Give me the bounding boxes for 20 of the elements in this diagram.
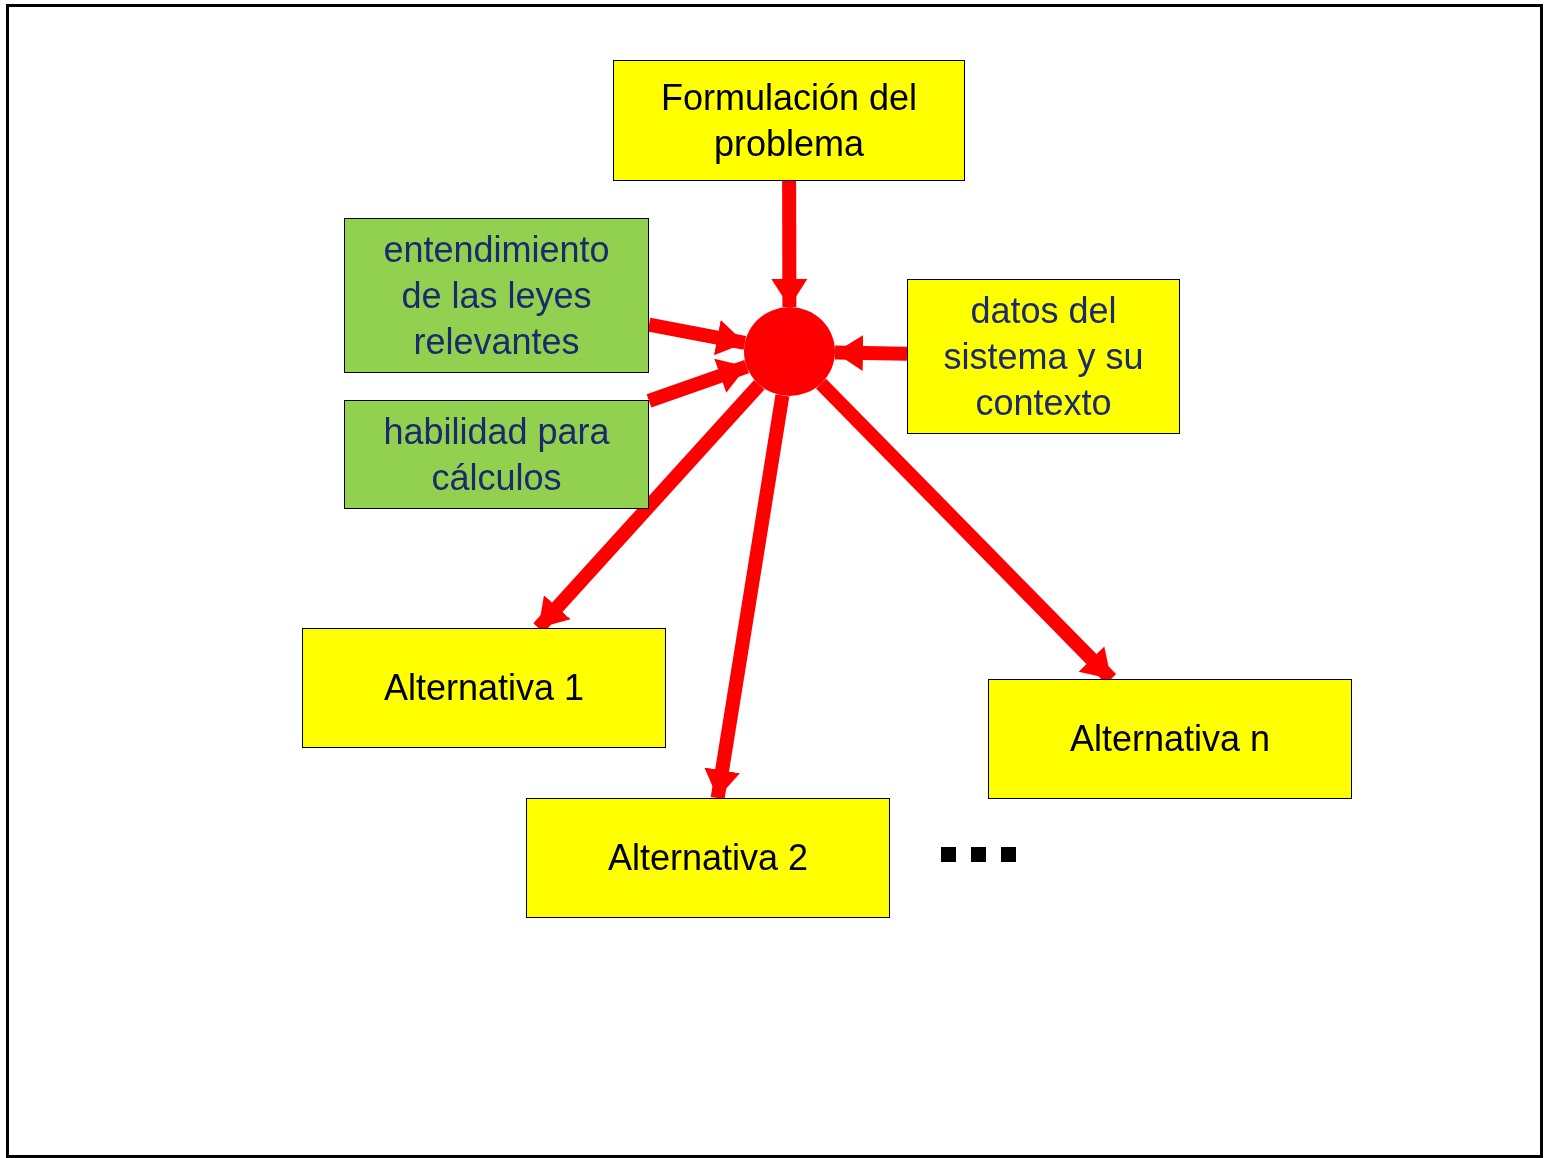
box-text: Alternativa n xyxy=(1068,717,1272,761)
process-box xyxy=(613,60,965,181)
process-box xyxy=(302,628,666,748)
box-text: datos del sistema y su contexto xyxy=(942,288,1145,425)
box-text: entendimiento de las leyes relevantes xyxy=(382,227,611,364)
arrow xyxy=(646,358,749,408)
arrow xyxy=(834,334,908,371)
box-text: Alternativa 2 xyxy=(606,836,810,880)
process-box xyxy=(526,798,890,918)
process-box xyxy=(907,279,1180,434)
process-box xyxy=(344,400,649,509)
process-box xyxy=(344,218,649,373)
box-text: Alternativa 1 xyxy=(382,666,586,710)
box-text: Formulación del problema xyxy=(659,75,919,166)
box-text: habilidad para cálculos xyxy=(382,409,611,500)
arrow xyxy=(704,394,790,800)
circle-node xyxy=(744,307,835,396)
arrow xyxy=(647,317,747,356)
process-box xyxy=(988,679,1352,799)
arrow xyxy=(771,180,808,307)
